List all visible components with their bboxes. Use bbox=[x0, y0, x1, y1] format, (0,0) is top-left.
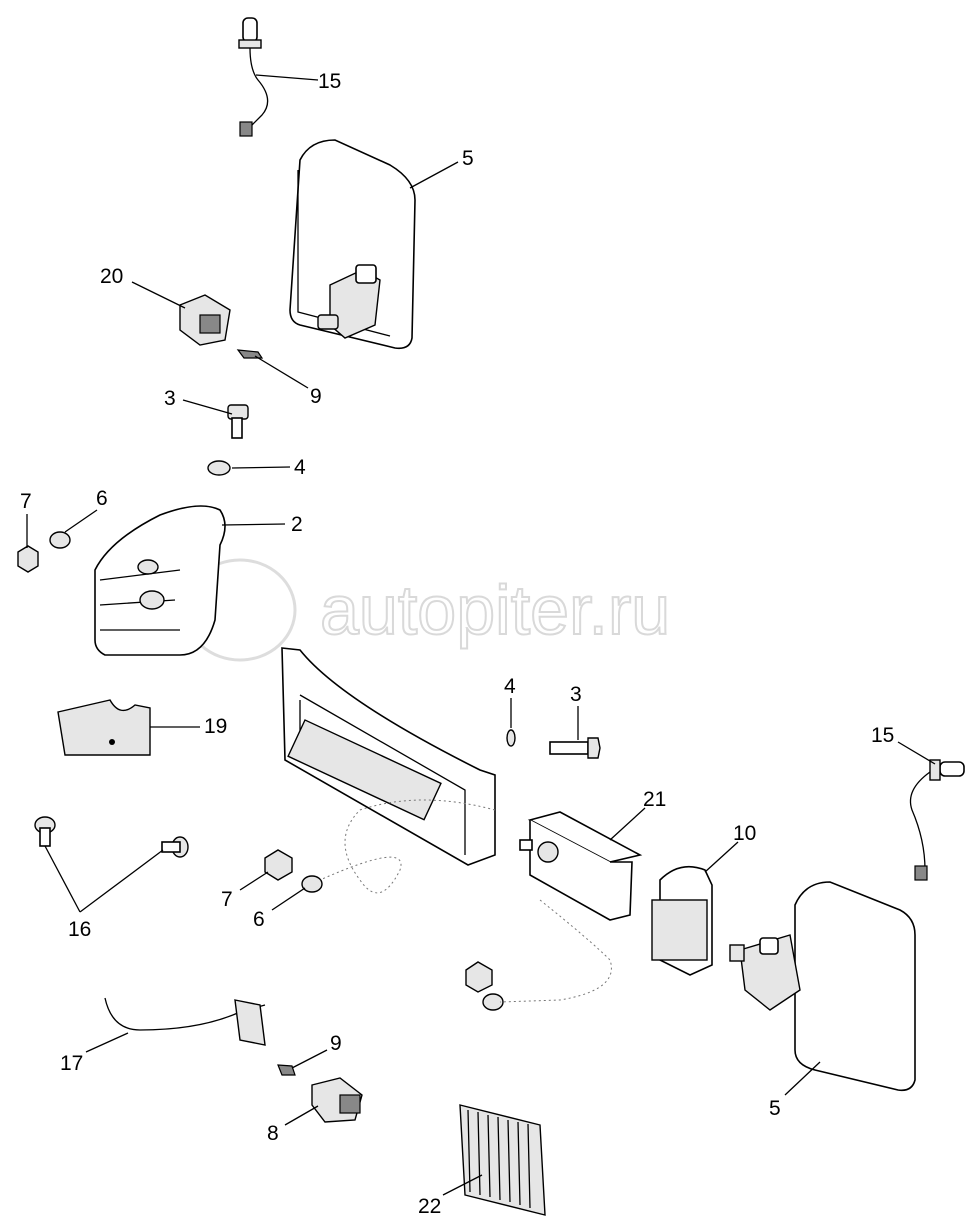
boot-22 bbox=[459, 1104, 546, 1216]
arm-bracket bbox=[281, 647, 496, 866]
washer-6 bbox=[301, 875, 323, 893]
leader-lines bbox=[26, 74, 936, 1196]
callout-5: 5 bbox=[462, 147, 474, 170]
bolt-3 bbox=[549, 737, 601, 759]
arm-cover-2 bbox=[94, 505, 226, 656]
connector-8 bbox=[311, 1077, 363, 1123]
callout-3: 3 bbox=[164, 387, 176, 410]
mirror-head-5-right bbox=[729, 881, 916, 1092]
bolt-3-top bbox=[227, 404, 249, 439]
callout-7: 7 bbox=[20, 490, 32, 513]
callout-19: 19 bbox=[204, 715, 227, 738]
mirror-head-5-top bbox=[289, 139, 416, 350]
callout-9: 9 bbox=[310, 385, 322, 408]
housing-10 bbox=[651, 865, 713, 976]
watermark: autopiter.ru bbox=[183, 558, 671, 662]
rivet-16-right bbox=[161, 836, 189, 858]
nut-lower bbox=[465, 961, 493, 993]
callout-6-lower: 6 bbox=[253, 908, 265, 931]
terminal-9-top bbox=[236, 349, 264, 359]
lockwasher-4 bbox=[506, 729, 516, 747]
callout-15: 15 bbox=[318, 70, 341, 93]
callout-16: 16 bbox=[68, 918, 91, 941]
washer-4-top bbox=[207, 460, 231, 476]
callout-22: 22 bbox=[418, 1195, 441, 1218]
washer-6-top bbox=[49, 531, 71, 549]
bulb-wire-15-top bbox=[238, 17, 269, 137]
callout-4: 4 bbox=[294, 456, 306, 479]
callout-21: 21 bbox=[643, 788, 666, 811]
bulb-wire-15-right bbox=[909, 759, 965, 881]
callout-5-lower: 5 bbox=[769, 1097, 781, 1120]
callout-17: 17 bbox=[60, 1052, 83, 1075]
callout-4-lower: 4 bbox=[504, 675, 516, 698]
washer-lower bbox=[482, 993, 504, 1011]
nut-7 bbox=[264, 849, 293, 881]
nut-7-top bbox=[17, 545, 39, 573]
wire-harness-17 bbox=[104, 997, 266, 1046]
connector-20 bbox=[179, 294, 231, 346]
callout-9-lower: 9 bbox=[330, 1032, 342, 1055]
bracket-21 bbox=[519, 811, 643, 921]
callout-8: 8 bbox=[267, 1122, 279, 1145]
callout-20: 20 bbox=[100, 265, 123, 288]
callout-10: 10 bbox=[733, 822, 756, 845]
rivet-16-left bbox=[34, 816, 56, 847]
callout-15-right: 15 bbox=[871, 724, 894, 747]
terminal-9 bbox=[277, 1064, 296, 1076]
callout-6: 6 bbox=[96, 487, 108, 510]
pad-19 bbox=[57, 699, 151, 756]
callout-3-lower: 3 bbox=[570, 683, 582, 706]
callout-7-lower: 7 bbox=[221, 888, 233, 911]
svg-text:autopiter.ru: autopiter.ru bbox=[320, 571, 670, 649]
callout-2: 2 bbox=[291, 513, 303, 536]
